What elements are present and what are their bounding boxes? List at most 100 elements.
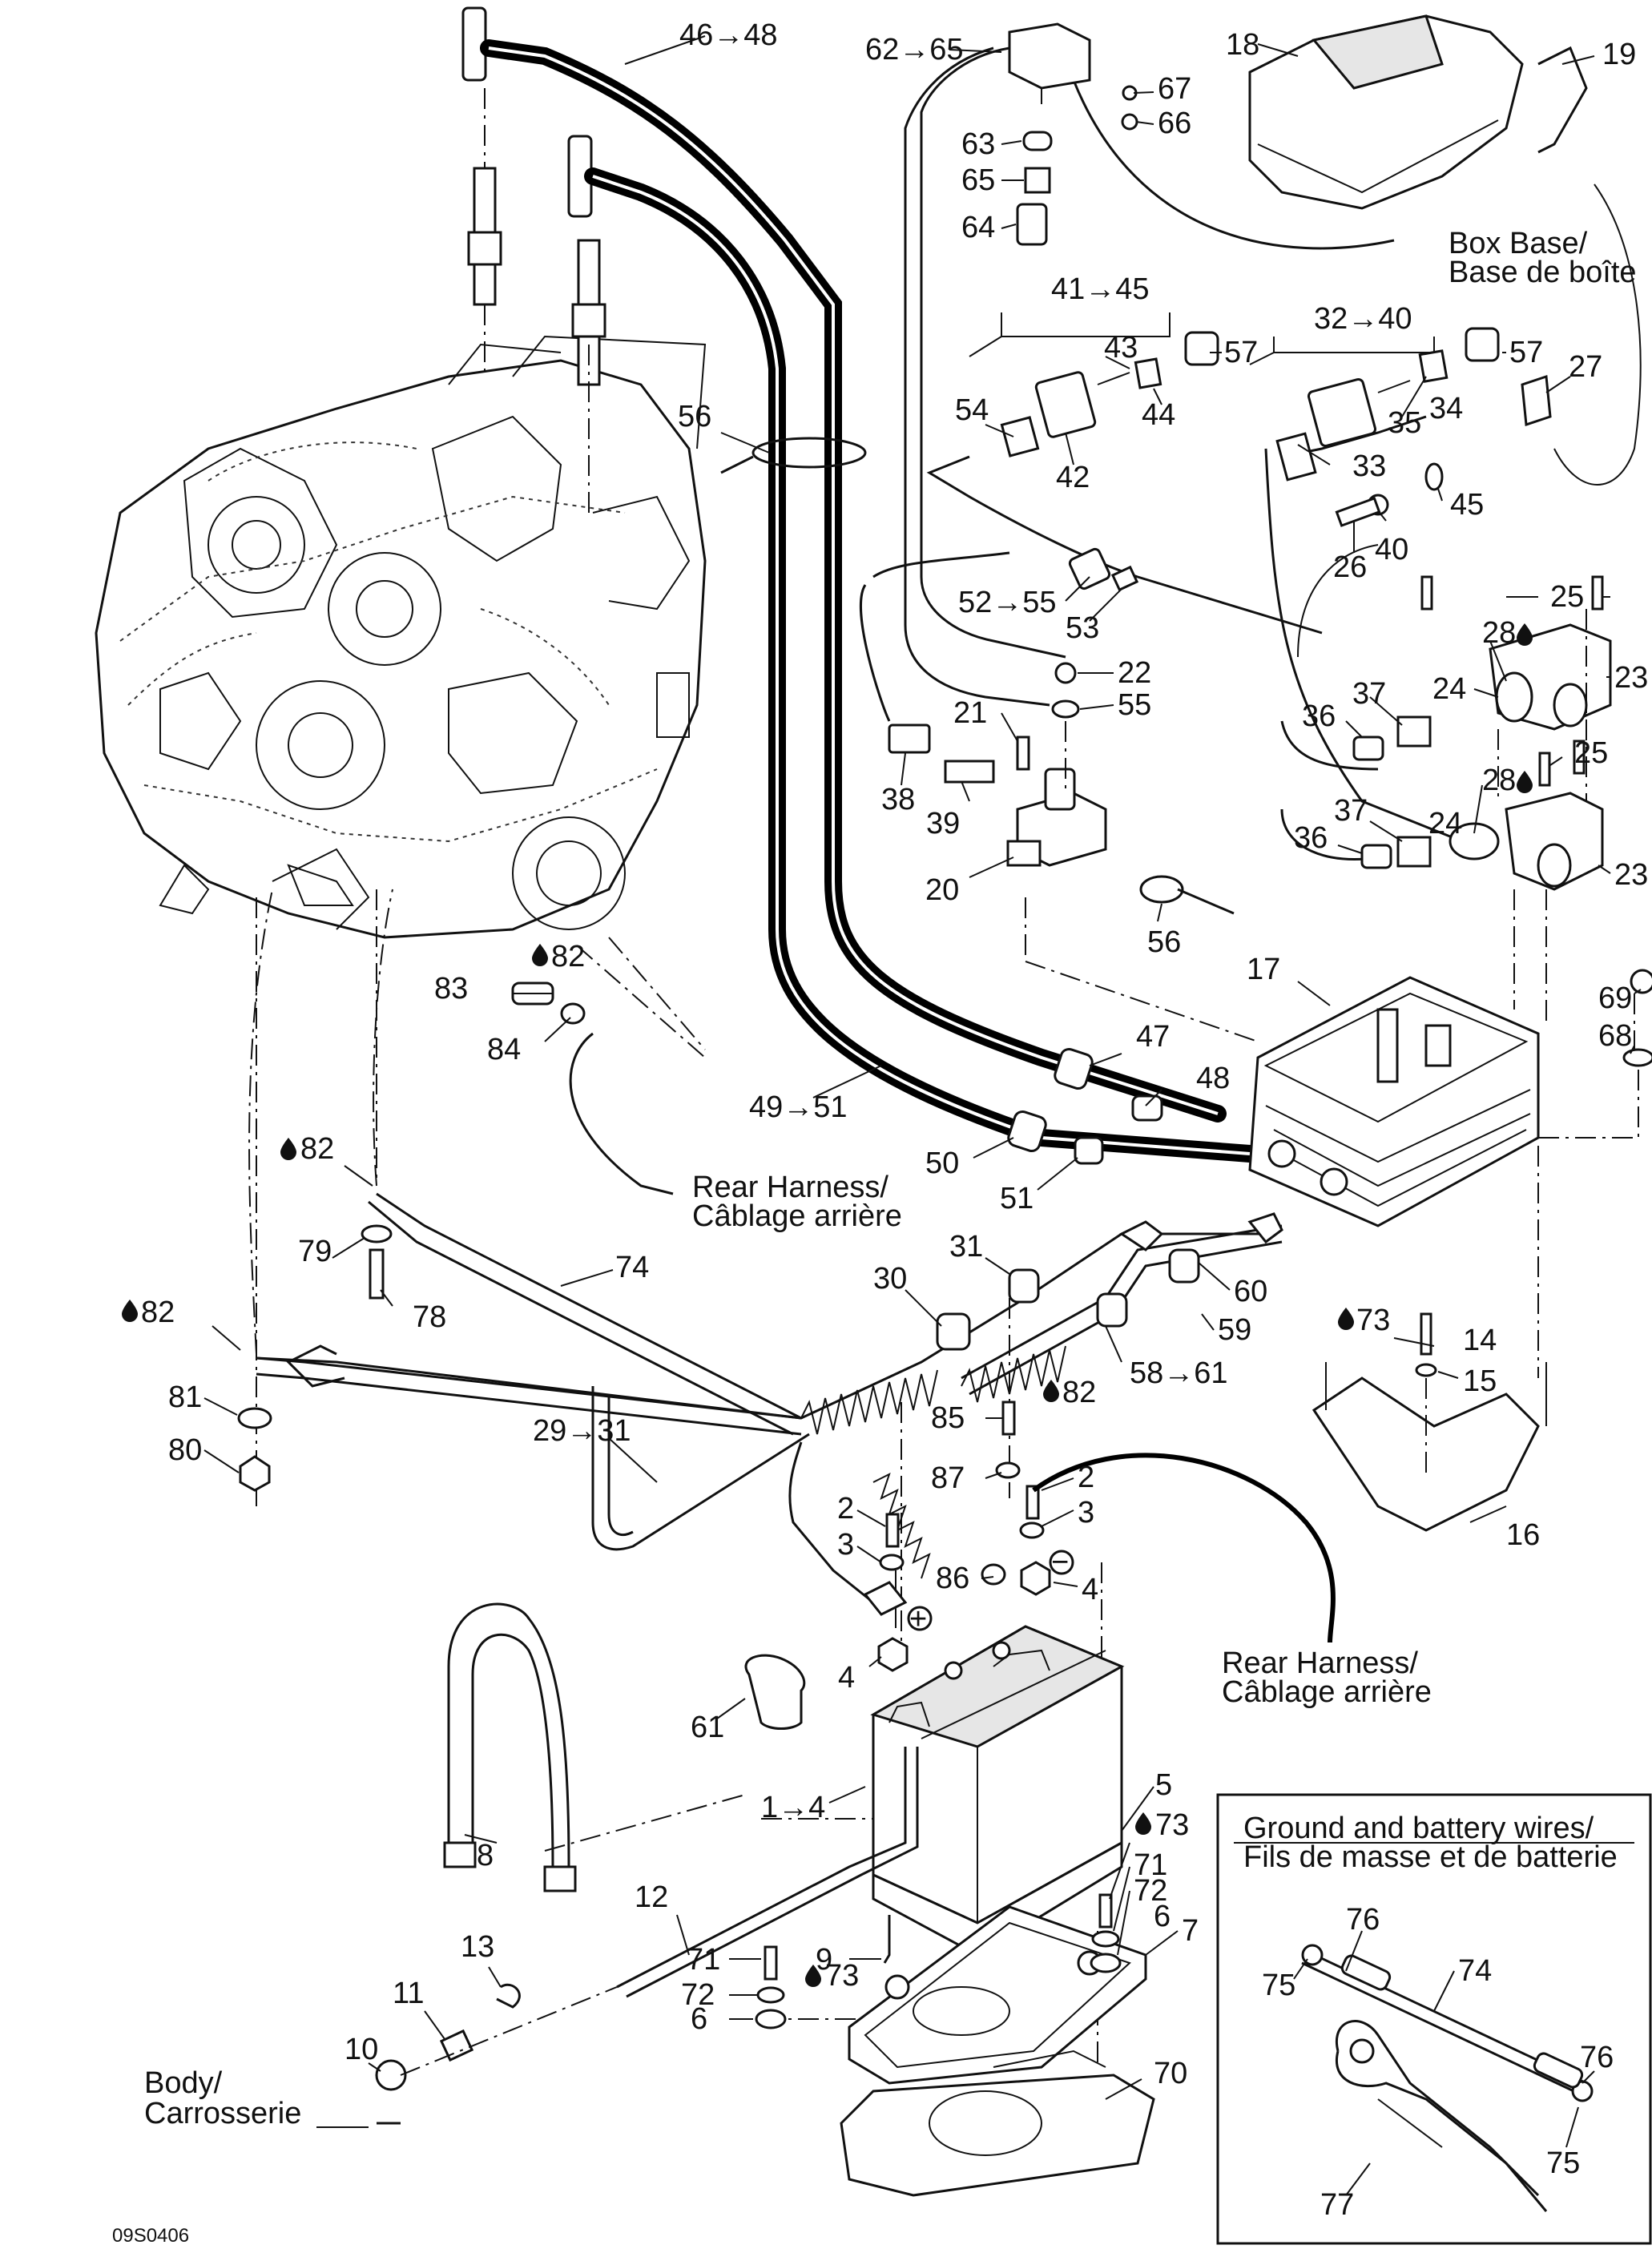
box-base-note-line1: Box Base/ [1449,227,1588,260]
callout-30: 30 [873,1262,907,1296]
box-base-note-line2: Base de boîte [1449,256,1637,289]
callout-27: 27 [1569,350,1602,384]
callout-4b: 4 [1082,1573,1098,1606]
callout-51: 51 [1000,1182,1034,1215]
callout-63: 63 [961,127,995,161]
loctite-icon-73a [1338,1308,1354,1330]
terminals-37b [1396,836,1432,868]
body-note-line1: Body/ [144,2066,223,2100]
callout-46-48: 46→48 [679,18,778,52]
engine-assembly [95,335,707,939]
spark-plug-left [461,6,502,306]
callout-17: 17 [1247,953,1280,986]
callout-86: 86 [936,1562,969,1595]
callout-61: 61 [691,1711,724,1744]
inset-title-line1: Ground and battery wires/ [1243,1812,1594,1845]
callout-52-55: 52→55 [958,586,1057,619]
fitting-11 [439,2029,474,2062]
callout-69: 69 [1598,981,1632,1015]
diagram-notes: Box Base/ Base de boîte Rear Harness/ Câ… [112,227,1637,2247]
nut-22 [1054,662,1077,684]
callout-26: 26 [1333,550,1367,584]
inset-ground-wire-74 [1301,1944,1594,2102]
callout-13: 13 [461,1930,494,1964]
callout-1-4: 1→4 [761,1791,825,1824]
spark-plug-right [484,135,606,513]
ignition-wire-49-51 [584,167,1259,1163]
callout-36a: 36 [1302,699,1336,733]
callout-2a: 2 [837,1492,854,1526]
callout-81: 81 [168,1380,202,1414]
washer-3a [879,1554,905,1571]
callout-34: 34 [1429,392,1463,425]
ignition-coil-20 [1006,768,1107,867]
battery-cable-29-31 [256,1232,1274,1551]
battery-strap-8 [443,1602,577,1892]
callout-6b: 6 [691,2002,707,2036]
arrow-to-engine-left [248,889,273,1355]
connector-52-55 [1068,547,1139,592]
callout-45: 45 [1450,488,1484,522]
callout-84: 84 [487,1033,521,1066]
callout-60: 60 [1234,1275,1267,1308]
callout-28b: 28 [1482,764,1516,797]
cable-lug-31 [1119,1220,1164,1251]
connector-36b [1360,844,1392,869]
callout-12: 12 [635,1880,668,1914]
grommet-10 [375,2059,407,2091]
rear-harness-wire-lower [1032,1453,1336,1643]
callout-31: 31 [949,1230,983,1264]
grommet-60 [1168,1248,1200,1284]
callout-74a: 74 [615,1251,649,1284]
callout-73b: 73 [1155,1808,1189,1842]
callout-80: 80 [168,1433,202,1467]
connector-41-45 [1000,331,1219,457]
washer-6b [755,2009,787,2029]
screw-14 [1420,1312,1432,1356]
mounting-plate-70 [840,2049,1155,2197]
callout-16: 16 [1506,1518,1540,1552]
callout-64: 64 [961,211,995,244]
callout-25a: 25 [1550,580,1584,614]
screw-71a [1098,1893,1113,1929]
callout-28a: 28 [1482,616,1516,650]
body-note-line2: Carrosserie [144,2097,301,2130]
callout-44: 44 [1142,398,1175,432]
washer-6a [1090,1953,1122,1973]
callout-42: 42 [1056,461,1090,494]
callout-85: 85 [931,1401,965,1435]
callout-23b: 23 [1614,858,1648,892]
callout-73a: 73 [1356,1304,1390,1337]
plus-terminal [907,1606,933,1631]
clip-9 [883,1915,891,1964]
washer-79 [361,1224,393,1243]
loctite-icon-82d [1043,1380,1059,1402]
box-base-arrow [1553,183,1642,486]
nut-4a [877,1637,909,1672]
loctite-icon-82a [532,944,548,966]
connector-38 [888,723,931,754]
screw-78 [369,1248,385,1300]
rear-harness-note-lower-line1: Rear Harness/ [1222,1646,1418,1680]
callout-24b: 24 [1428,807,1462,840]
cable-lug-60 [1247,1212,1283,1244]
callout-49-51: 49→51 [749,1090,848,1124]
clip-arrow [1297,544,1379,658]
grommet-59 [1096,1292,1128,1328]
ignition-wire-46-48 [480,39,1227,1122]
callout-29-31: 29→31 [533,1414,631,1448]
washer-86 [981,1563,1006,1586]
strip-19 [1537,46,1588,154]
washer-3b [1019,1522,1045,1539]
washer-84 [560,1002,586,1025]
callout-8: 8 [477,1839,494,1872]
callout-59: 59 [1218,1313,1251,1347]
callout-71a: 71 [1134,1848,1167,1882]
callout-39: 39 [926,807,960,840]
callout-53: 53 [1066,611,1099,645]
callout-76a: 76 [1346,1903,1380,1937]
loctite-icon-82b [280,1138,296,1160]
callout-57a: 57 [1224,336,1258,369]
battery-cable-58-61 [788,1224,1283,1604]
